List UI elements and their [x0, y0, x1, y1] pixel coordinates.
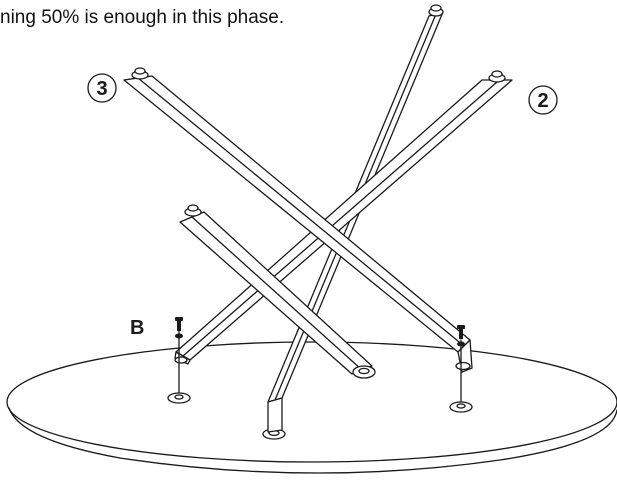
callout-leg-3: 3: [87, 73, 117, 103]
instruction-text: ning 50% is enough in this phase.: [0, 7, 285, 28]
screw-group-label: B: [130, 317, 144, 339]
leg-3: [123, 67, 473, 373]
leg-front: [179, 204, 376, 379]
callout-leg-2: 2: [528, 85, 558, 115]
screw-icon: [457, 325, 465, 347]
washer-icon: [167, 392, 191, 404]
screw-assembly-left: [167, 317, 191, 404]
screw-assembly-right: [449, 325, 473, 413]
table-top: [6, 341, 617, 474]
leg-2: [174, 70, 513, 365]
callout-leg-3-label: 3: [96, 78, 107, 100]
screw-icon: [175, 317, 183, 339]
callout-leg-2-label: 2: [537, 90, 548, 112]
washer-icon: [449, 401, 473, 413]
